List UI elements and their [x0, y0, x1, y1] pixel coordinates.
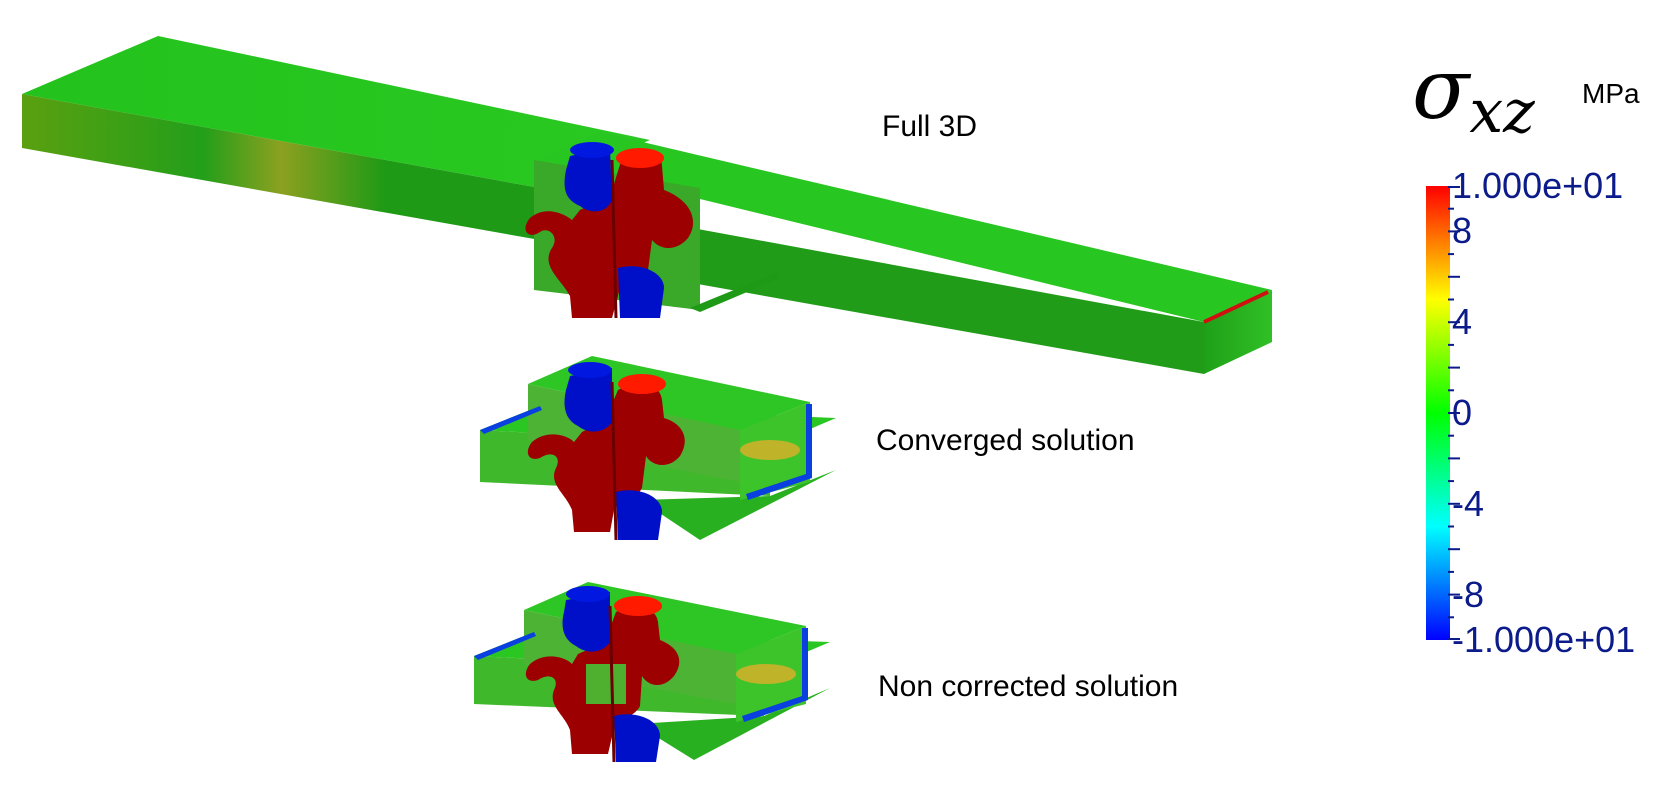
nc-compression-bottom: [614, 714, 660, 762]
colorbar-tick-label: 0: [1452, 392, 1473, 433]
legend-title: σxz: [1412, 40, 1535, 147]
colorbar-gradient: [1426, 186, 1450, 640]
nc-compression-top: [562, 592, 610, 652]
conv-bolt-head-blue: [568, 362, 612, 378]
nc-bolt-head-blue: [566, 586, 610, 602]
compression-zone-top: [564, 148, 612, 212]
end-stress-line: [1203, 290, 1269, 324]
conv-compression-bottom: [616, 490, 662, 540]
lower-plate-side: [540, 200, 1204, 374]
conv-left-edge: [480, 406, 542, 434]
nc-bolt-shaft-mark: [608, 605, 616, 763]
colorbar-tick-label: -8: [1452, 573, 1485, 615]
conv-tension-zone: [527, 384, 685, 532]
bolt-head-red: [616, 148, 664, 168]
colorbar: [1426, 186, 1450, 640]
converged-solution-label: Converged solution: [876, 424, 1135, 457]
upper-plate-side: [22, 94, 540, 240]
conv-bolt-head-red: [618, 374, 666, 394]
bolt-head-blue: [570, 142, 614, 158]
compression-zone-bottom: [618, 266, 664, 318]
upper-plate-top: [22, 36, 650, 188]
nc-green-center: [586, 664, 626, 704]
nc-bolt-head-red: [614, 596, 662, 616]
colorbar-tick-label: -1.000e+01: [1452, 619, 1636, 660]
colorbar-tick-label: 4: [1452, 301, 1473, 343]
conv-hot-ellipse: [740, 440, 800, 460]
colorbar-ticks: [1448, 186, 1460, 640]
nc-left-edge: [474, 632, 536, 660]
lower-plate-top: [540, 132, 1272, 322]
legend-subscript: xz: [1469, 77, 1535, 147]
full-3d-model: [22, 36, 1272, 374]
colorbar-tick-label: 8: [1452, 210, 1473, 252]
conv-lower-bottom: [640, 470, 836, 540]
nc-hot-ellipse: [736, 664, 796, 684]
legend-unit: MPa: [1582, 78, 1640, 109]
lower-plate-end: [1204, 290, 1272, 374]
joint-bottom-step: [690, 272, 780, 312]
legend-symbol: σ: [1412, 40, 1470, 138]
full-3d-label: Full 3D: [882, 110, 978, 143]
tension-zone: [525, 152, 694, 318]
bolt-shaft-mark: [610, 159, 618, 319]
conv-bolt-shaft-mark: [610, 381, 618, 541]
colorbar-tick-label: -4: [1452, 482, 1485, 524]
conv-compression-top: [564, 368, 612, 432]
nc-lower-bottom: [636, 688, 830, 760]
colorbar-tick-label: 1.000e+01: [1452, 165, 1624, 206]
converged-model: [480, 356, 836, 541]
non-corrected-solution-label: Non corrected solution: [878, 670, 1179, 703]
non-corrected-model: [474, 582, 830, 763]
